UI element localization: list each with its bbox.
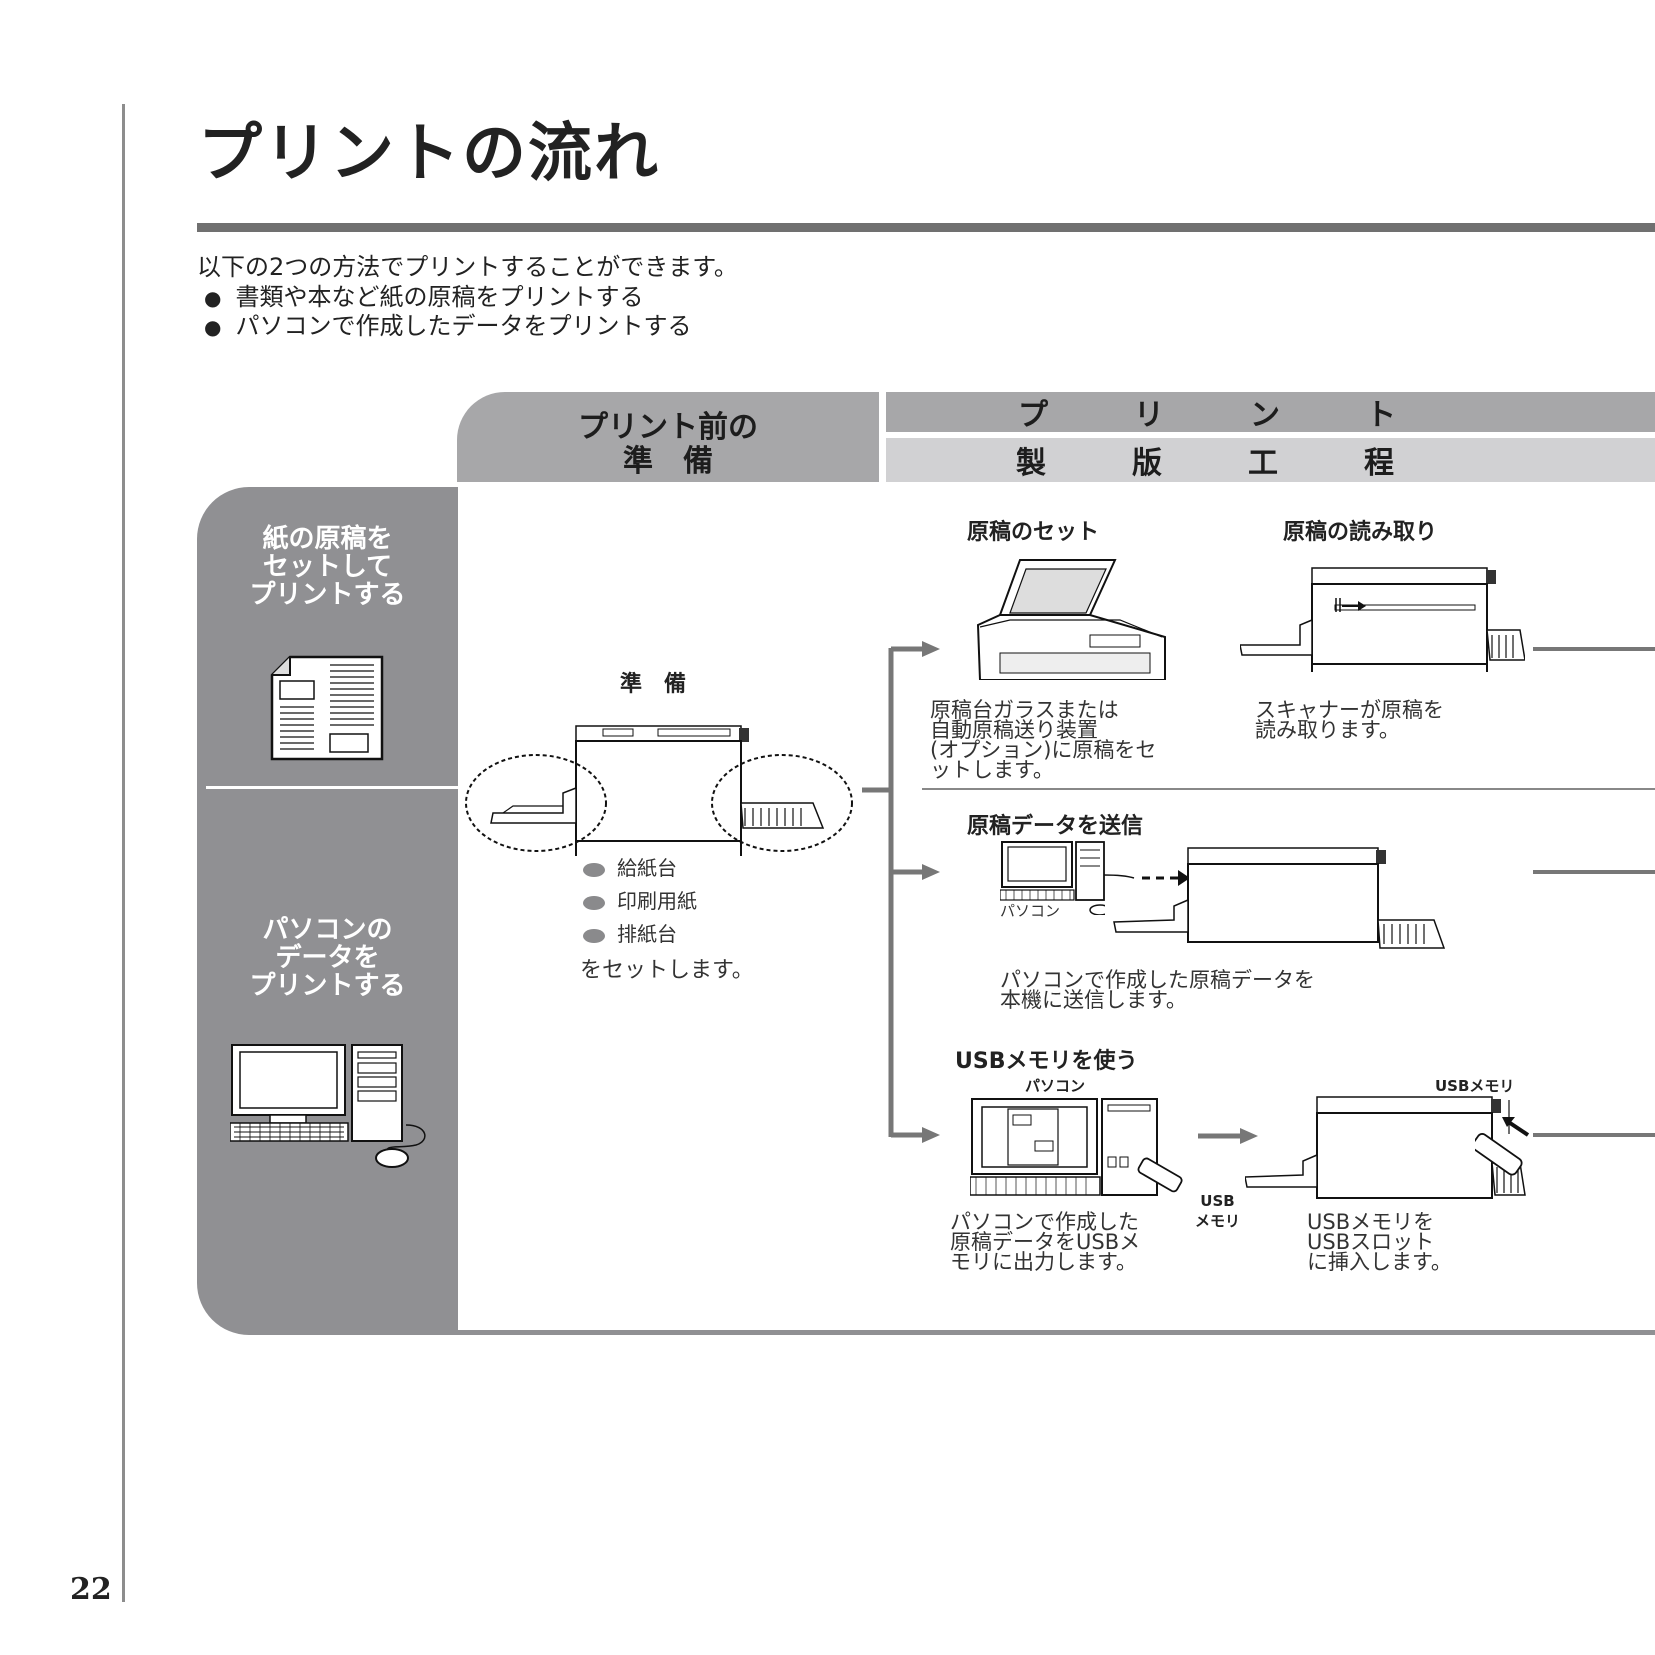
- method-paper-label: 紙の原稿を セットして プリントする: [197, 525, 458, 609]
- header-plate-char: 工: [1248, 446, 1278, 481]
- caption-line: USBスロット: [1307, 1230, 1435, 1254]
- left-margin-rule: [122, 104, 125, 1602]
- flow-line: [1533, 1133, 1655, 1137]
- header-plate-making: 製 版 工 程: [886, 438, 1655, 482]
- caption-line: 原稿台ガラスまたは: [930, 698, 1119, 722]
- flow-bottom-rule: [458, 1330, 1655, 1335]
- send-data-illustration: [1104, 847, 1446, 949]
- usb-flow-arrow: [1198, 1128, 1258, 1144]
- usb-pc-label: パソコン: [1025, 1077, 1086, 1095]
- caption-line: 本機に送信します。: [1000, 988, 1187, 1012]
- caption-line: ットします。: [930, 758, 1054, 782]
- usb-memory-label: USB メモリ: [1195, 1192, 1240, 1231]
- caption-line: パソコンで作成した: [950, 1210, 1139, 1234]
- scanning-printer-illustration: [1240, 567, 1525, 672]
- set-original-title: 原稿のセット: [967, 520, 1100, 545]
- prep-title: 準 備: [620, 672, 687, 697]
- method-paper-line: 紙の原稿を: [262, 524, 393, 554]
- title-rule: [197, 223, 1655, 232]
- usb-stick-icon: [1475, 1100, 1523, 1176]
- paper-document-icon: [270, 655, 384, 761]
- page-number: 22: [70, 1572, 112, 1607]
- branch-connector: [862, 641, 940, 1143]
- set-original-caption: 原稿台ガラスまたは 自動原稿送り装置 (オプション)に原稿をセ ットします。: [930, 698, 1157, 782]
- usb-printer-illustration: [1245, 1096, 1530, 1199]
- caption-line: 自動原稿送り装置: [930, 718, 1098, 742]
- prep-item-output-tray: 排紙台: [583, 918, 677, 947]
- header-print-char: プ: [1018, 398, 1048, 433]
- page-title: プリントの流れ: [198, 117, 660, 191]
- header-plate-char: 版: [1132, 446, 1162, 481]
- header-print: プ リ ン ト: [886, 392, 1655, 433]
- usb-title: USBメモリを使う: [955, 1049, 1138, 1074]
- prep-trailer: をセットします。: [580, 958, 754, 983]
- method-pc-line: データを: [275, 943, 380, 973]
- header-print-char: ン: [1250, 398, 1280, 433]
- method-panel: [197, 487, 458, 1335]
- prep-item-paper: 印刷用紙: [583, 885, 697, 914]
- send-pc-label: パソコン: [1000, 902, 1061, 920]
- caption-line: モリに出力します。: [950, 1250, 1137, 1274]
- caption-line: スキャナーが原稿を: [1255, 698, 1444, 722]
- usb-right-caption: USBメモリを USBスロット に挿入します。: [1307, 1210, 1452, 1274]
- step-divider: [922, 788, 1655, 790]
- header-plate-char: 程: [1364, 446, 1394, 481]
- scan-original-title: 原稿の読み取り: [1283, 520, 1438, 545]
- usb-memory-label-line: メモリ: [1195, 1212, 1241, 1230]
- method-paper-line: プリントする: [249, 580, 406, 610]
- header-print-char: リ: [1134, 398, 1164, 433]
- flow-line: [1533, 870, 1655, 874]
- send-data-title: 原稿データを送信: [967, 814, 1144, 839]
- method-pc-line: パソコンの: [262, 915, 393, 945]
- caption-line: に挿入します。: [1307, 1250, 1452, 1274]
- method-paper-line: セットして: [262, 552, 393, 582]
- caption-line: 原稿データをUSBメ: [950, 1230, 1141, 1254]
- header-plate-char: 製: [1016, 446, 1046, 481]
- usb-pc-illustration: [970, 1098, 1183, 1196]
- caption-line: パソコンで作成した原稿データを: [1000, 968, 1315, 992]
- intro-bullet-pc: パソコンで作成したデータをプリントする: [204, 306, 691, 341]
- scan-original-caption: スキャナーが原稿を 読み取ります。: [1255, 698, 1444, 742]
- flow-line: [1533, 647, 1655, 651]
- pc-illustration: [1000, 841, 1105, 915]
- caption-line: 読み取ります。: [1255, 718, 1400, 742]
- scanner-glass-illustration: [976, 559, 1166, 680]
- header-prep: プリント前の 準 備: [457, 392, 879, 482]
- usb-memory-top-label: USBメモリ: [1435, 1077, 1515, 1095]
- computer-icon: [230, 1044, 426, 1168]
- caption-line: (オプション)に原稿をセ: [930, 738, 1157, 762]
- printer-prep-illustration: [465, 725, 853, 856]
- caption-line: USBメモリを: [1307, 1210, 1435, 1234]
- header-print-char: ト: [1366, 398, 1396, 433]
- prep-item-feed-tray: 給紙台: [583, 852, 677, 881]
- usb-memory-label-line: USB: [1200, 1192, 1235, 1210]
- method-pc-label: パソコンの データを プリントする: [197, 916, 458, 1000]
- send-data-caption: パソコンで作成した原稿データを 本機に送信します。: [1000, 968, 1315, 1012]
- header-prep-line2: 準 備: [623, 444, 713, 479]
- header-prep-line1: プリント前の: [578, 410, 758, 445]
- usb-left-caption: パソコンで作成した 原稿データをUSBメ モリに出力します。: [950, 1210, 1141, 1274]
- method-panel-divider: [206, 786, 458, 789]
- method-pc-line: プリントする: [249, 971, 406, 1001]
